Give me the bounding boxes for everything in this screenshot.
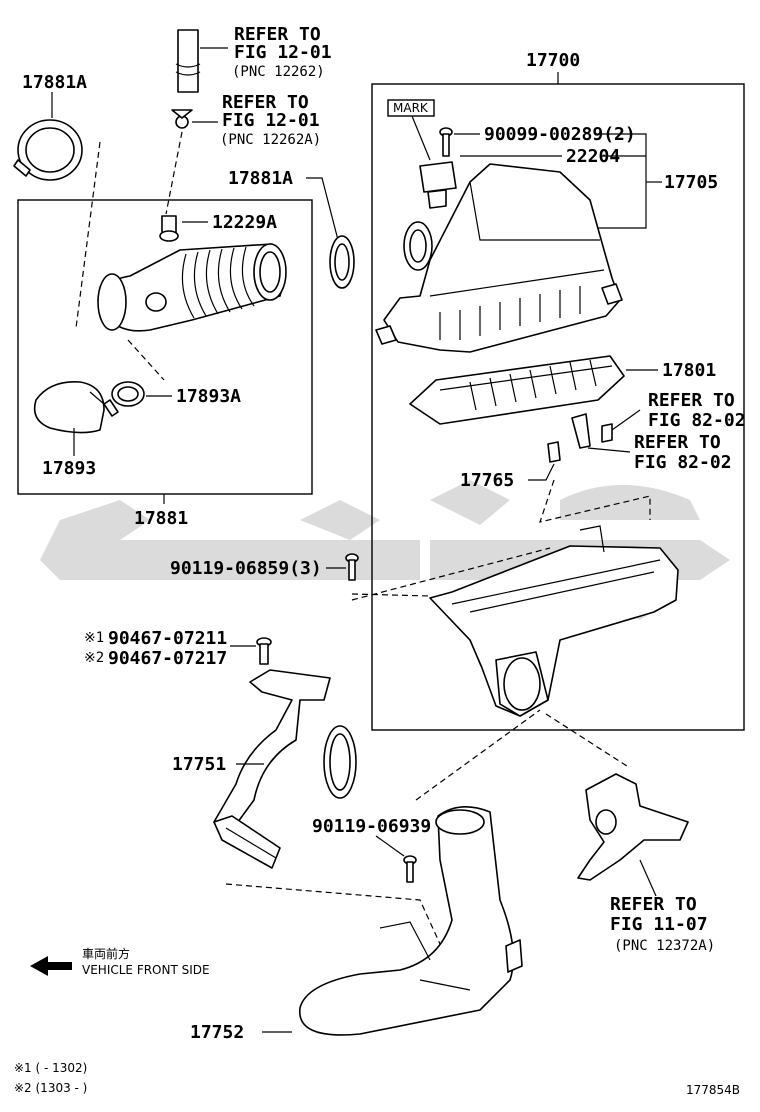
air-cleaner-case-lower — [429, 525, 679, 717]
label-12229A: 12229A — [212, 212, 277, 233]
label-17752: 17752 — [190, 1022, 244, 1043]
dash-17751 — [225, 883, 441, 945]
dash-17881A-top — [75, 141, 101, 329]
arrow-left-icon — [30, 956, 72, 976]
label-refer3-l2: FIG 82-02 — [648, 410, 746, 431]
label-refer5-l2: FIG 11-07 — [610, 914, 708, 935]
bracket-clip — [571, 413, 613, 449]
label-note2-mark: ※2 — [84, 650, 104, 666]
leader-mark — [411, 115, 431, 161]
leader-refer4 — [587, 447, 631, 453]
label-refer1-l1: REFER TO — [234, 24, 321, 45]
bracket-17705 — [590, 133, 647, 229]
label-17881: 17881 — [134, 508, 188, 529]
label-22204: 22204 — [566, 146, 620, 167]
label-refer2-l1: REFER TO — [222, 92, 309, 113]
label-refer1-l3: (PNC 12262) — [232, 64, 325, 80]
bolt-90119-06939 — [403, 855, 417, 883]
filter-element-17801 — [409, 355, 625, 425]
grommet-17765 — [547, 441, 561, 463]
bolt-90467 — [256, 637, 272, 665]
grommet-12229A — [159, 215, 179, 242]
label-refer2-l3: (PNC 12262A) — [220, 132, 321, 148]
intake-hose — [97, 243, 287, 332]
bolt-90119-06859 — [345, 553, 359, 581]
leader-90119-b — [375, 835, 405, 857]
label-90467-07217: 90467-07217 — [108, 648, 227, 669]
label-17751: 17751 — [172, 754, 226, 775]
figure-id: 177854B — [686, 1083, 740, 1097]
label-refer1-l2: FIG 12-01 — [234, 42, 332, 63]
mark-tag — [387, 99, 435, 117]
label-17881A-mid: 17881A — [228, 168, 293, 189]
band-clamp-17881A-mid — [329, 235, 355, 289]
label-17705: 17705 — [664, 172, 718, 193]
label-90119-06939: 90119-06939 — [312, 816, 431, 837]
label-refer5-l1: REFER TO — [610, 894, 697, 915]
label-90467-07211: 90467-07211 — [108, 628, 227, 649]
label-17801: 17801 — [662, 360, 716, 381]
label-refer3-l1: REFER TO — [648, 390, 735, 411]
bolt-90099 — [439, 127, 453, 157]
dash-clip — [165, 131, 183, 215]
dash-90119-a — [351, 593, 431, 597]
leader-refer3 — [611, 409, 641, 431]
air-cleaner-cap-17705 — [375, 163, 623, 353]
assembly-box-17881 — [17, 199, 313, 495]
label-refer4-l2: FIG 82-02 — [634, 452, 732, 473]
footnote-1: ※1 ( - 1302) — [14, 1061, 87, 1075]
mount-bracket — [545, 713, 689, 881]
airflow-sensor-22204 — [419, 161, 457, 209]
dash-hose-clamp — [127, 339, 165, 381]
vacuum-hose — [175, 29, 201, 93]
label-17765: 17765 — [460, 470, 514, 491]
footnote-2: ※2 (1303 - ) — [14, 1081, 87, 1095]
clamp-17893A — [103, 381, 145, 417]
leader-17881A-mid — [306, 177, 339, 241]
label-front-en: VEHICLE FRONT SIDE — [82, 963, 210, 977]
label-17893: 17893 — [42, 458, 96, 479]
label-17700: 17700 — [526, 50, 580, 71]
label-refer5-l3: (PNC 12372A) — [614, 938, 715, 954]
label-17893A: 17893A — [176, 386, 241, 407]
label-front-jp: 車両前方 — [82, 946, 130, 961]
label-refer2-l2: FIG 12-01 — [222, 110, 320, 131]
dash-17751-b — [415, 709, 541, 801]
label-refer4-l1: REFER TO — [634, 432, 721, 453]
resonator-17893 — [33, 381, 105, 434]
band-clamp-17881A — [13, 119, 83, 181]
dash-17765 — [539, 479, 651, 523]
label-note1-mark: ※1 — [84, 630, 104, 646]
leader-17765 — [528, 463, 555, 481]
hose-clip — [171, 109, 193, 129]
dash-90119-a2 — [351, 547, 551, 601]
leader-refer5 — [639, 859, 657, 897]
label-90119-06859: 90119-06859(3) — [170, 558, 322, 579]
label-17881A-top: 17881A — [22, 72, 87, 93]
label-90099: 90099-00289(2) — [484, 124, 636, 145]
duct-17752 — [299, 806, 523, 1036]
inlet-duct-17751 — [213, 669, 357, 869]
label-mark: MARK — [393, 101, 429, 115]
